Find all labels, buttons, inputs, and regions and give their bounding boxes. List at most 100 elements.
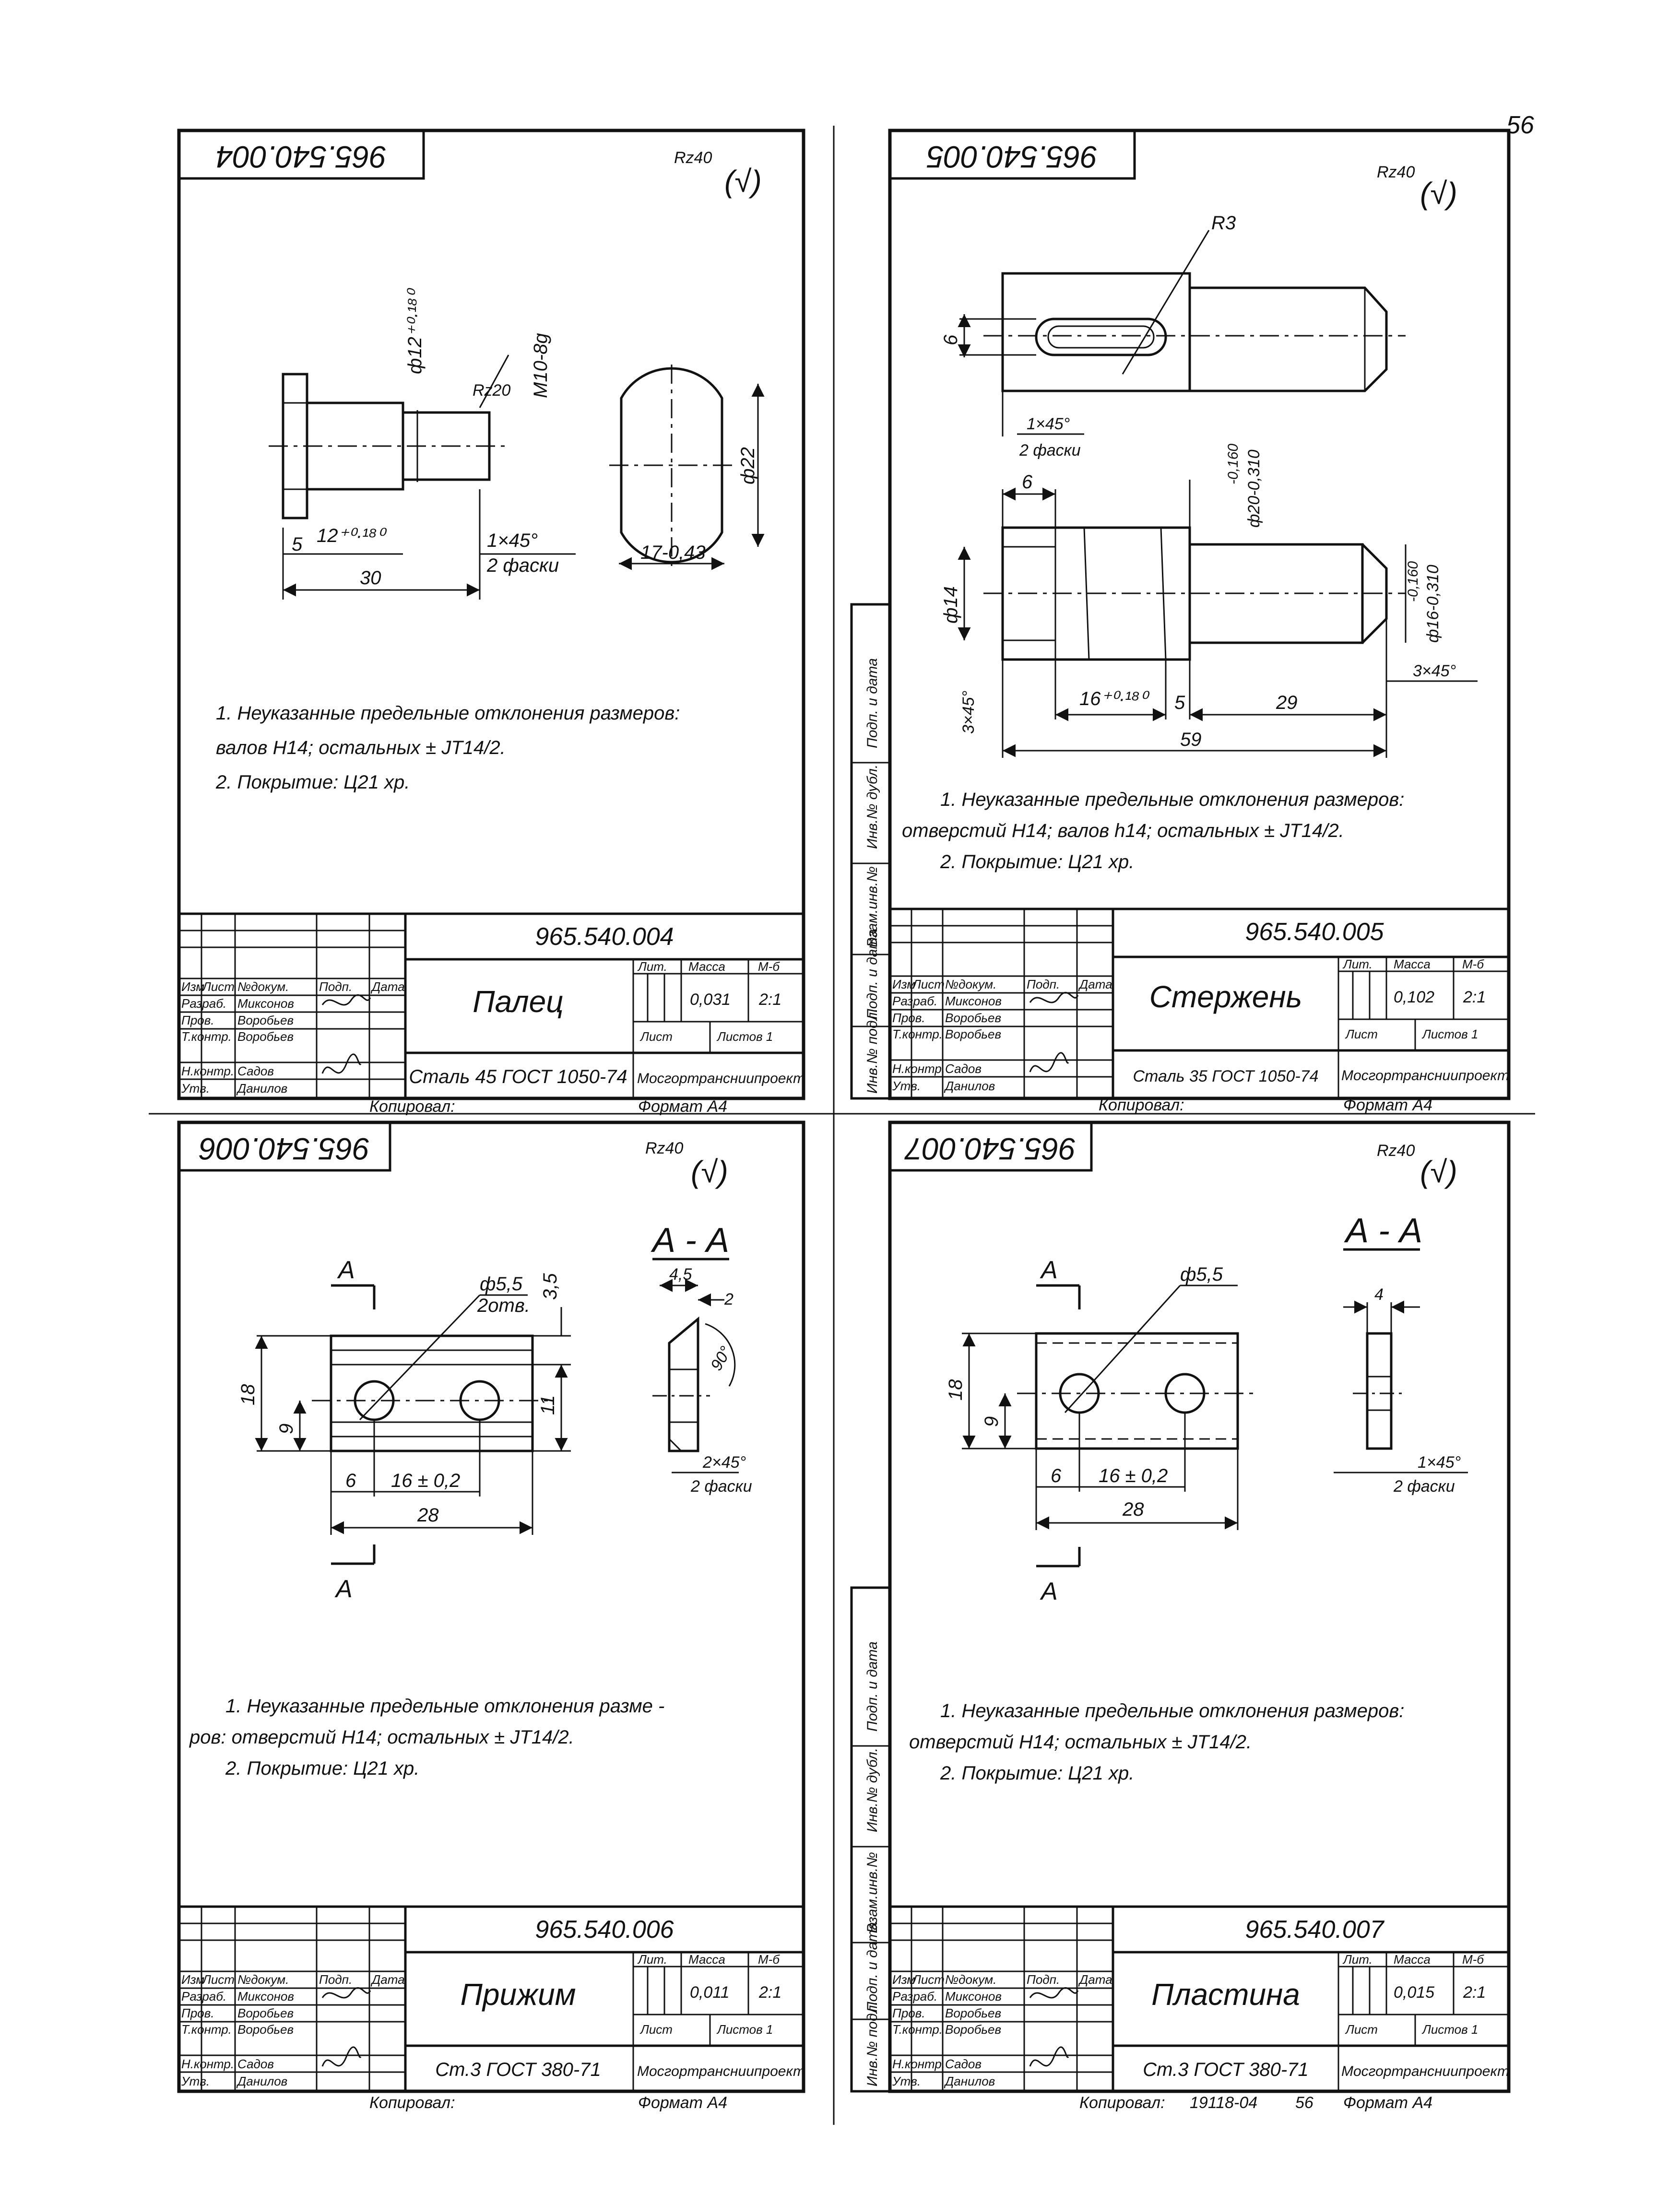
- tb-role-prov: Пров.: [181, 1013, 214, 1027]
- dim-d20-a: -0,160: [1225, 444, 1241, 484]
- tb-hdr-izm: Изм: [892, 1972, 915, 1987]
- tb-massa-hdr: Масса: [688, 959, 725, 974]
- tb-hdr-izm: Изм: [181, 979, 204, 994]
- dim-h11: 11: [537, 1395, 558, 1415]
- roughness-paren: (√): [1420, 1155, 1457, 1189]
- roughness-paren: (√): [691, 1155, 728, 1189]
- side-label: Взам.инв.№: [864, 1852, 880, 1933]
- signature: [1029, 2046, 1069, 2067]
- tb-name-tkontr: Воробьев: [237, 2022, 294, 2037]
- tb-hdr-date: Дата: [1078, 1972, 1112, 1987]
- tb-name-tkontr: Воробьев: [945, 2022, 1001, 2037]
- tb-scale-hdr: М-б: [758, 1952, 780, 1967]
- tb-org: Мосгортрансниипроект: [1341, 2063, 1509, 2079]
- sheet-965-540-006: 965.540.006 Rz40 (√): [177, 1120, 805, 2112]
- dim-d16-b: ф16-0,310: [1424, 565, 1442, 643]
- tb-role-prov: Пров.: [892, 2006, 925, 2020]
- side-label: Инв.№ дубл.: [864, 1748, 880, 1832]
- note-line-3: 2. Покрытие: Ц21 хр.: [215, 772, 410, 793]
- side-label: Инв.№ подл.: [864, 2001, 880, 2086]
- tb-name-razrab: Миксонов: [237, 996, 294, 1011]
- tb-listov: Листов 1: [1421, 1027, 1478, 1041]
- tb-hdr-doc: №докум.: [237, 1972, 289, 1987]
- tb-name: Стержень: [1149, 979, 1302, 1014]
- tb-hdr-list: Лист: [201, 979, 235, 994]
- dim-length-30: 30: [360, 567, 381, 589]
- footer-kopiroval: Копировал:: [1099, 1096, 1184, 1114]
- section-mark-bottom: А: [334, 1575, 353, 1603]
- signature: [1029, 1052, 1069, 1073]
- tb-hdr-izm: Изм: [892, 977, 915, 991]
- tb-role-nkontr: Н.контр.: [181, 1064, 234, 1078]
- rod-section: [958, 480, 1478, 758]
- tb-name-nkontr: Садов: [237, 2057, 274, 2071]
- note-line-2: отверстий Н14; валов h14; остальных ± JT…: [902, 820, 1344, 841]
- side-stamp: [850, 603, 891, 1100]
- section-title: А - А: [651, 1221, 729, 1260]
- dim-d20-b: ф20-0,310: [1245, 449, 1263, 528]
- tb-material: Ст.3 ГОСТ 380-71: [1143, 2059, 1308, 2080]
- tb-org: Мосгортрансниипроект: [637, 1071, 805, 1086]
- tb-lit-hdr: Лит.: [1342, 957, 1372, 971]
- tb-name-prov: Воробьев: [237, 1013, 294, 1027]
- side-label: Инв.№ дубл.: [864, 765, 880, 849]
- dim-d14: ф14: [940, 586, 961, 624]
- dim-h18: 18: [945, 1379, 966, 1401]
- tb-massa-hdr: Масса: [1394, 1952, 1431, 1967]
- tb-role-razrab: Разраб.: [181, 996, 226, 1011]
- side-label: Подп. и дата: [864, 1922, 880, 2012]
- tb-name-tkontr: Воробьев: [237, 1029, 294, 1044]
- footer-copy-page: 56: [1295, 2094, 1313, 2112]
- tb-hdr-doc: №докум.: [237, 979, 289, 994]
- dim-length-59: 59: [1180, 729, 1202, 750]
- tb-code: 965.540.006: [535, 1916, 674, 1944]
- tb-role-nkontr: Н.контр.: [892, 1061, 945, 1076]
- tb-name-razrab: Миксонов: [945, 1989, 1002, 2004]
- dim-chamfer: 2×45°: [702, 1453, 746, 1472]
- sheet-965-540-005: 965.540.005 Rz40 (√) Подп. и дата Инв.№ …: [850, 129, 1511, 1114]
- tb-name-prov: Воробьев: [945, 2006, 1001, 2020]
- dim-h18: 18: [237, 1384, 259, 1405]
- tb-name-utv: Данилов: [236, 2074, 287, 2088]
- dim-h9: 9: [981, 1416, 1002, 1427]
- tb-hdr-date: Дата: [370, 1972, 405, 1987]
- sheet-frame: [177, 1120, 805, 2093]
- tb-scale-hdr: М-б: [1462, 1952, 1484, 1967]
- dim-length-6: 6: [1051, 1465, 1062, 1486]
- tb-scale: 2:1: [758, 1983, 781, 2002]
- tb-material: Сталь 45 ГОСТ 1050-74: [409, 1066, 627, 1087]
- side-label: Подп. и дата: [864, 929, 880, 1019]
- tb-role-razrab: Разраб.: [892, 994, 937, 1008]
- footer-format: Формат А4: [638, 1097, 727, 1116]
- dim-roughness-thread: Rz20: [473, 381, 510, 400]
- tb-name: Прижим: [460, 1977, 576, 2012]
- tb-name-prov: Воробьев: [237, 2006, 294, 2020]
- dim-r3: R3: [1211, 212, 1236, 234]
- note-line-1: 1. Неуказанные предельные отклонения раз…: [225, 1696, 664, 1717]
- tb-mass: 0,102: [1394, 988, 1434, 1006]
- dim-hole: ф5,5: [480, 1273, 523, 1295]
- tb-role-prov: Пров.: [181, 2006, 214, 2020]
- note-line-3: 2. Покрытие: Ц21 хр.: [940, 851, 1134, 872]
- dim-chamfer: 1×45°: [487, 530, 538, 551]
- tb-hdr-doc: №докум.: [945, 977, 996, 991]
- section-title: А - А: [1344, 1212, 1422, 1250]
- dim-chamfer: 1×45°: [1418, 1453, 1461, 1472]
- rod-drawing: [958, 230, 1406, 436]
- tb-role-prov: Пров.: [892, 1011, 925, 1025]
- tb-hdr-podp: Подп.: [319, 1972, 352, 1987]
- tb-hdr-podp: Подп.: [1027, 977, 1060, 991]
- dim-width-4: 4: [1374, 1285, 1384, 1304]
- code-stamp-rotated: [888, 1121, 1093, 1172]
- tb-name-nkontr: Садов: [945, 1061, 982, 1076]
- tb-code: 965.540.005: [1245, 918, 1384, 946]
- tb-name-razrab: Миксонов: [237, 1989, 294, 2004]
- tb-scale-hdr: М-б: [758, 959, 780, 974]
- dim-h35: 3,5: [540, 1273, 561, 1300]
- tb-role-utv: Утв.: [892, 1079, 921, 1093]
- tb-hdr-izm: Изм: [181, 1972, 204, 1987]
- roughness-mark: Rz40: [645, 1139, 683, 1157]
- code-stamp-text: 965.540.005: [927, 140, 1098, 174]
- roughness-paren: (√): [1420, 176, 1457, 211]
